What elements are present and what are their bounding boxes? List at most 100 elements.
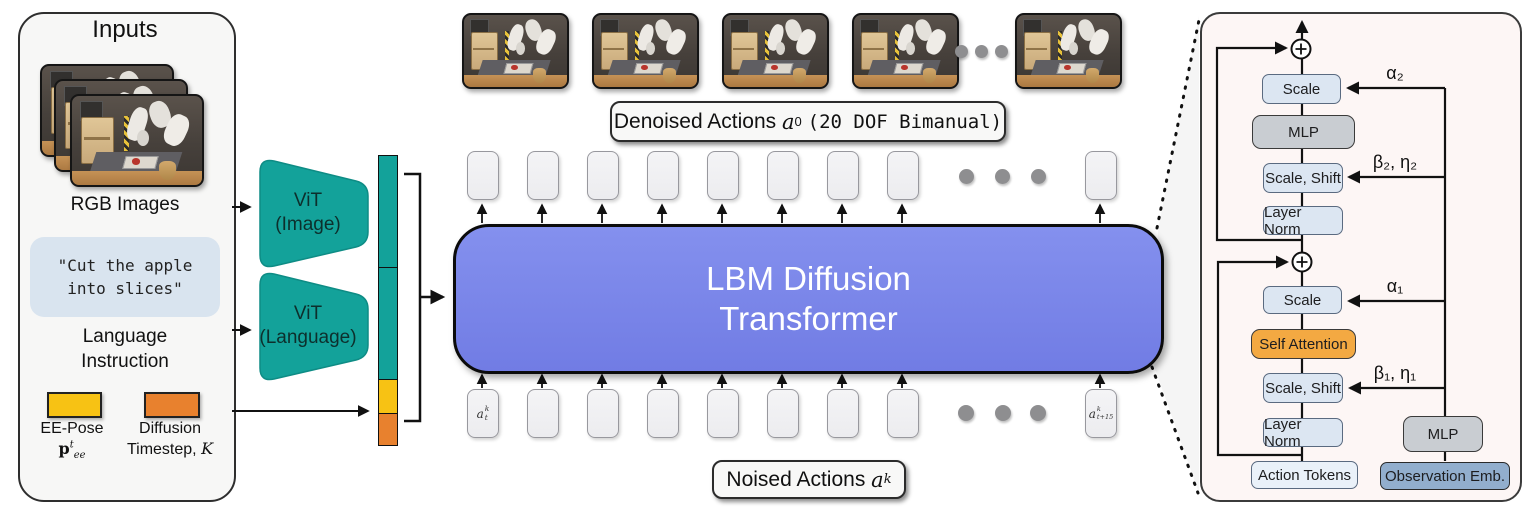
ellipsis-dot-top-tokens (1030, 168, 1046, 184)
block-layer-norm-top: Layer Norm (1263, 204, 1343, 238)
scene-part-wood (72, 170, 202, 185)
scene-part-bowl (159, 160, 176, 180)
token (587, 151, 619, 200)
rgb-image (592, 13, 699, 89)
diffusion-timestep-label: Diffusion Timestep, K (126, 420, 214, 458)
scene-part-bowl (663, 67, 677, 83)
scene-part-board (633, 63, 664, 74)
instruction-line2: into slices" (67, 279, 183, 298)
diffusion-timestep-swatch (144, 392, 200, 418)
scene-part-board (893, 63, 924, 74)
instruction-line1: "Cut the apple (57, 255, 193, 275)
token (587, 389, 619, 438)
scene-part-wood (594, 75, 697, 87)
ellipsis-dot-images (954, 44, 968, 58)
scene-part-red (901, 65, 908, 71)
scene-part-bowl (533, 67, 547, 83)
vit-language-label: ViT(Language) (259, 303, 357, 348)
rgb-image (462, 13, 569, 89)
ellipsis-dot-top-tokens (958, 168, 974, 184)
scene-part-board (763, 63, 794, 74)
vit-image-label: ViT(Image) (275, 190, 341, 235)
token (827, 389, 859, 438)
image-tokens-bar (378, 155, 398, 268)
block-action-tokens: Action Tokens (1251, 461, 1358, 489)
token (707, 389, 739, 438)
token (647, 389, 679, 438)
scene-part-red (511, 65, 518, 71)
beta1-eta1-label: β₁, η₁ (1373, 363, 1417, 383)
ee-pose-token-bar (378, 379, 398, 414)
scene-part-red (1064, 65, 1071, 71)
language-tokens-bar (378, 266, 398, 381)
scene-part-wood (464, 75, 567, 87)
block-layer-norm-bottom: Layer Norm (1263, 416, 1343, 450)
zoom-cone (1154, 16, 1199, 493)
timestep-token-bar (378, 412, 398, 446)
zoom-dash-bottom (1150, 365, 1200, 495)
vit-language-shape (259, 272, 369, 381)
rgb-image (70, 94, 204, 187)
token (1085, 151, 1117, 200)
lbm-diffusion-transformer: LBM Diffusion Transformer (453, 224, 1164, 374)
scene-part-arm-d (1068, 42, 1078, 56)
scene-part-shelfline (603, 48, 624, 51)
block-scale-shift-top: Scale, Shift (1263, 163, 1343, 193)
scene-part-wood (724, 75, 827, 87)
scene-part-wood (854, 75, 957, 87)
token (467, 151, 499, 200)
rgb-image (852, 13, 959, 89)
token-bracket (404, 172, 422, 423)
block-mlp-right: MLP (1403, 416, 1483, 452)
scene-part-arm-d (905, 42, 915, 56)
residual-add-bottom (1291, 251, 1313, 273)
scene-part-bowl (1086, 67, 1100, 83)
language-instruction-label: Language Instruction (81, 326, 169, 372)
token (647, 151, 679, 200)
scene-part-arm-d (645, 42, 655, 56)
vit-image-shape (259, 159, 369, 268)
token (707, 151, 739, 200)
token-arrows (476, 203, 1106, 388)
scene-part-wood (1017, 75, 1120, 87)
scene-part-bowl (793, 67, 807, 83)
ellipsis-dot-images (994, 44, 1008, 58)
scene-part-board (122, 155, 159, 169)
token-math-base: a (476, 406, 484, 421)
scene-part-shelfline (473, 48, 494, 51)
ellipsis-dot-bottom-tokens (995, 405, 1011, 421)
language-instruction-box: "Cut the apple into slices" (30, 237, 220, 317)
token (767, 151, 799, 200)
scene-part-red (131, 158, 140, 165)
inputs-title: Inputs (92, 16, 158, 43)
token (887, 389, 919, 438)
scene-part-arm-d (775, 42, 785, 56)
block-scale-shift-bottom: Scale, Shift (1263, 373, 1343, 403)
block-self-attention: Self Attention (1251, 329, 1356, 359)
token-math-base: a (1088, 406, 1096, 421)
scene-part-red (771, 65, 778, 71)
scene-part-bowl (923, 67, 937, 83)
alpha2-label: α₂ (1386, 63, 1404, 83)
rgb-image (722, 13, 829, 89)
ellipsis-dot-bottom-tokens (1030, 405, 1046, 421)
scene-part-arm-d (137, 129, 149, 146)
block-mlp-top: MLP (1252, 115, 1355, 149)
rgb-image (1015, 13, 1122, 89)
beta2-eta2-label: β₂, η₂ (1372, 152, 1418, 172)
scene-part-shelfline (1026, 48, 1047, 51)
ee-pose-swatch (47, 392, 102, 418)
token (767, 389, 799, 438)
ee-pose-label: EE-Pose ptee (40, 420, 104, 462)
scene-part-shelfline (83, 136, 110, 140)
scene-part-red (641, 65, 648, 71)
block-scale-bottom: Scale (1263, 286, 1342, 314)
block-scale-top: Scale (1262, 74, 1341, 104)
zoom-dash-top (1155, 13, 1202, 230)
scene-part-shelfline (733, 48, 754, 51)
